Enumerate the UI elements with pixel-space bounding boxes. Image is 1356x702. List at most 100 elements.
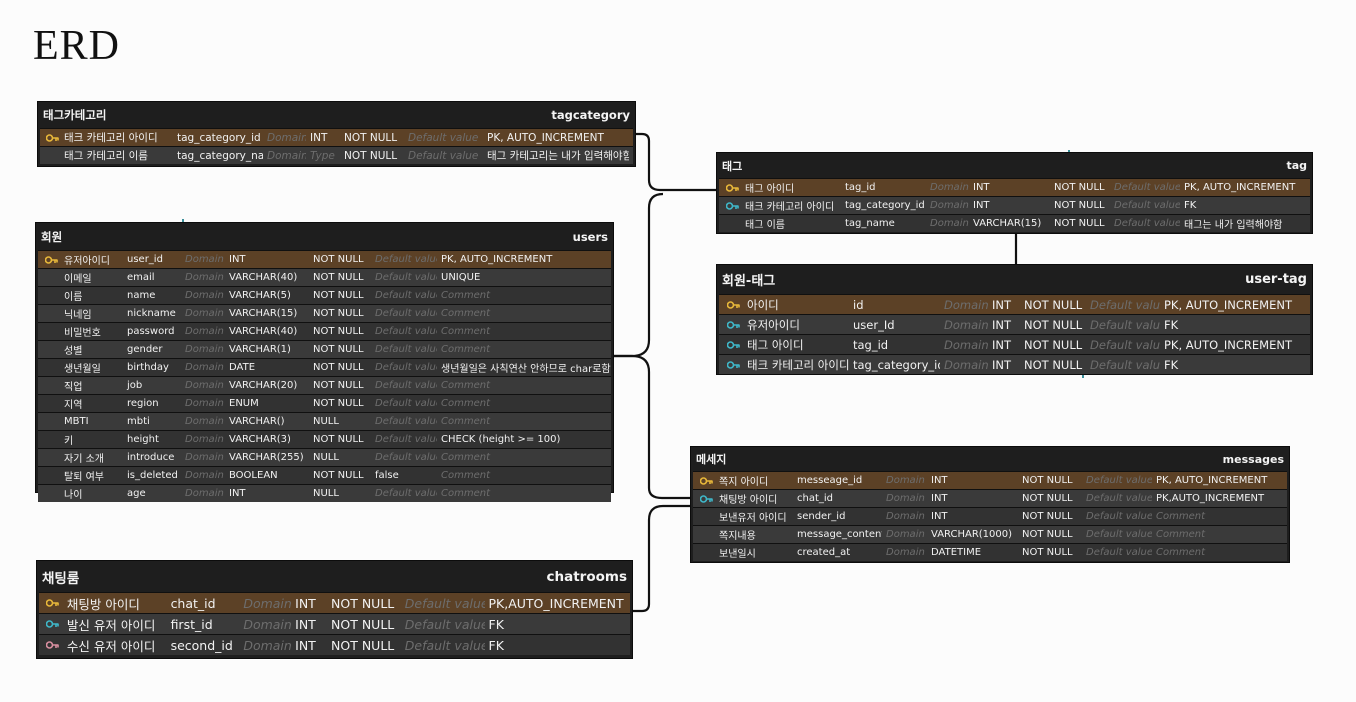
column-default: Default value	[375, 398, 437, 409]
column-label: 자기 소개	[64, 454, 104, 465]
column-domain: Domain	[886, 547, 925, 558]
column-default: Default value	[408, 131, 479, 144]
table-title-ko: 회원-태그	[722, 274, 776, 289]
column-comment: PK,AUTO_INCREMENT	[488, 595, 624, 611]
table-title-en: chatrooms	[546, 568, 628, 585]
column-comment: FK	[1164, 357, 1179, 372]
column-type: VARCHAR(1)	[229, 344, 291, 355]
column-name: messeage_id	[797, 475, 863, 486]
column-name: chat_id	[170, 595, 216, 611]
column-nullable: NULL	[313, 488, 339, 499]
column-domain: Domain	[185, 434, 224, 445]
column-nullable: NOT NULL	[313, 290, 364, 301]
column-nullable: NOT NULL	[313, 470, 364, 481]
column-domain: Domain	[185, 326, 224, 337]
column-name: password	[127, 326, 175, 337]
column-label: 키	[64, 436, 74, 447]
column-default: Default value	[375, 488, 437, 499]
foreign-key-icon	[719, 340, 743, 349]
column-label: 이름	[64, 292, 83, 303]
column-comment: PK, AUTO_INCREMENT	[441, 254, 553, 265]
column-name: id	[853, 297, 864, 312]
column-nullable: NOT NULL	[1022, 529, 1073, 540]
column-label: 성별	[64, 346, 83, 357]
column-default: Default value	[375, 416, 437, 427]
column-label: 태그 이름	[745, 220, 785, 231]
column-comment: Comment	[441, 416, 490, 427]
column-default: Default value	[1086, 493, 1152, 504]
column-label: 수신 유저 아이디	[66, 638, 156, 654]
column-type: VARCHAR(3)	[229, 434, 291, 445]
column-type: VARCHAR(5)	[229, 290, 291, 301]
column-name: region	[127, 398, 159, 409]
column-default: Default value	[1090, 297, 1160, 312]
foreign-key-icon	[719, 201, 741, 210]
column-label: 닉네임	[64, 310, 92, 321]
primary-key-icon	[693, 476, 715, 485]
column-default: Default value	[375, 362, 437, 373]
column-comment: PK, AUTO_INCREMENT	[487, 131, 604, 144]
column-type: INT	[992, 297, 1012, 312]
column-row-tag_category_name[interactable]: 태그 카테고리 이름tag_category_nameDomainTypeNOT…	[40, 146, 633, 164]
column-comment: 태그 카테고리는 내가 입력해야함	[487, 150, 629, 162]
column-default: Default value	[404, 637, 485, 653]
column-type: VARCHAR(40)	[229, 326, 298, 337]
column-label: 태그 카테고리 이름	[64, 150, 148, 162]
column-domain: Domain	[185, 272, 224, 283]
column-name: second_id	[170, 637, 233, 653]
column-comment: FK	[1184, 200, 1197, 211]
column-default: Default value	[1086, 547, 1152, 558]
column-type: VARCHAR()	[229, 416, 285, 427]
column-nullable: NOT NULL	[313, 272, 364, 283]
column-default: Default value	[1090, 337, 1160, 352]
column-default: Default value	[375, 380, 437, 391]
column-type: Type	[310, 149, 335, 162]
column-comment: Comment	[1156, 511, 1205, 522]
column-domain: Domain	[185, 488, 224, 499]
column-nullable: NULL	[313, 452, 339, 463]
column-domain: Domain	[185, 344, 224, 355]
column-nullable: NOT NULL	[313, 380, 364, 391]
column-label: 태그 아이디	[747, 337, 804, 352]
column-label: 태크 카테고리 아이디	[745, 202, 835, 213]
column-nullable: NULL	[313, 416, 339, 427]
primary-key-icon	[719, 300, 743, 309]
column-comment: CHECK (height >= 100)	[441, 434, 561, 445]
